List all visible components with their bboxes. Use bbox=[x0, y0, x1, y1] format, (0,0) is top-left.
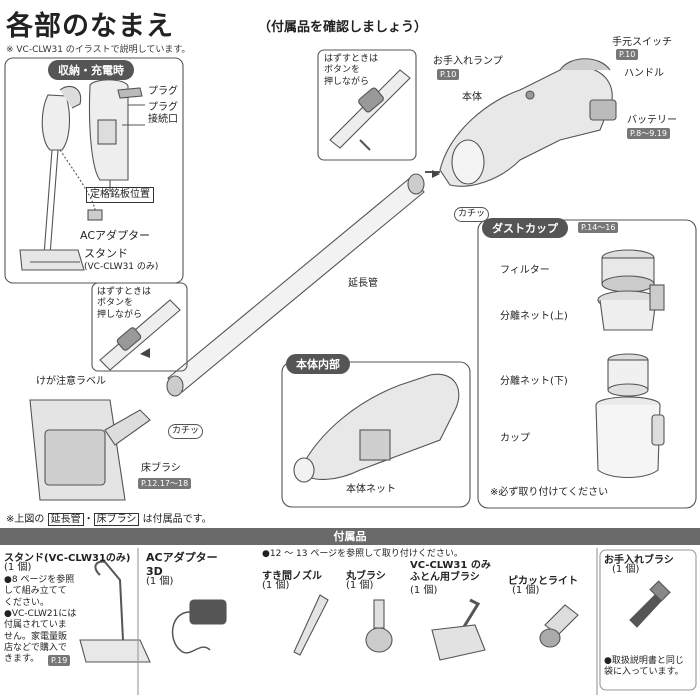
care-brush-qty: (1 個) bbox=[612, 564, 640, 575]
light-qty: (1 個) bbox=[512, 585, 540, 596]
plug-closeup-illustration bbox=[88, 79, 145, 192]
stand-accessory-name: スタンド(VC-CLW31のみ) bbox=[4, 553, 131, 564]
light-accessory-illustration bbox=[539, 604, 579, 648]
floor-brush-label: 床ブラシ bbox=[141, 463, 181, 474]
accessory-check-heading: （付属品を確認しましょう） bbox=[258, 20, 428, 35]
light-name: ピカッとライト bbox=[508, 576, 578, 587]
battery-label: バッテリー bbox=[627, 115, 677, 126]
footnote: ※上図の 延長管・床ブラシ は付属品です。 bbox=[6, 513, 212, 526]
footnote-suffix: は付属品です。 bbox=[142, 514, 212, 525]
stand-accessory-note2: ●VC-CLW21には 付属されていま せん。家電量販 店などで購入で きます。 bbox=[4, 609, 77, 664]
cup-label: カップ bbox=[500, 433, 530, 444]
arrows bbox=[140, 170, 440, 358]
stand-note: (VC-CLW31 のみ) bbox=[84, 262, 159, 272]
extension-pipe-illustration bbox=[166, 173, 425, 397]
body-inside-heading: 本体内部 bbox=[286, 354, 350, 374]
futon-brush-name: VC-CLW31 のみ ふとん用ブラシ bbox=[410, 560, 491, 583]
ac-accessory-qty: (1 個) bbox=[146, 576, 174, 587]
care-brush-note: ●取扱説明書と同じ 袋に入っています。 bbox=[604, 656, 684, 678]
click-bottom-label: カチッ bbox=[168, 424, 204, 440]
plug-socket-label: プラグ 接続口 bbox=[148, 102, 178, 125]
extension-pipe-label: 延長管 bbox=[348, 278, 378, 289]
dustcup-box bbox=[477, 219, 697, 509]
body-net-label: 本体ネット bbox=[346, 484, 396, 495]
footnote-prefix: ※上図の bbox=[6, 514, 45, 525]
body-inside-illustration bbox=[293, 373, 460, 483]
accessories-band: 付属品 bbox=[0, 528, 700, 545]
futon-brush-qty: (1 個) bbox=[410, 585, 438, 596]
gap-nozzle-name: すき間ノズル bbox=[262, 571, 322, 582]
top-release-illustration bbox=[329, 69, 411, 151]
rating-plate-label: 定格銘板位置 bbox=[86, 187, 154, 203]
dustcup-parts-illustration bbox=[595, 249, 665, 478]
care-lamp-label: お手入れランプ bbox=[433, 56, 503, 67]
illustration-note: ※ VC-CLW31 のイラストで説明しています。 bbox=[6, 45, 191, 55]
storage-heading: 収納・充電時 bbox=[48, 60, 134, 80]
stand-accessory-note1: ●8 ページを参照 して組み立てて ください。 bbox=[4, 575, 75, 608]
top-release-note: はずすときは ボタンを 押しながら bbox=[324, 54, 379, 87]
left-inset-box bbox=[91, 282, 188, 372]
left-release-note: はずすときは ボタンを 押しながら bbox=[97, 287, 152, 320]
round-brush-accessory-illustration bbox=[365, 599, 393, 653]
injury-label: けが注意ラベル bbox=[36, 376, 106, 387]
stored-cleaner-illustration bbox=[19, 86, 103, 271]
ac-accessory-name: ACアダプター 3D bbox=[146, 551, 218, 578]
futon-brush-accessory-illustration bbox=[431, 598, 486, 661]
click-top-label: カチッ bbox=[454, 207, 490, 223]
body-inside-box bbox=[281, 361, 471, 508]
stand-label: スタンド bbox=[84, 247, 128, 260]
round-brush-name: 丸ブラシ bbox=[346, 571, 386, 582]
care-brush-accessory-illustration bbox=[629, 580, 671, 628]
ac-adapter-accessory-illustration bbox=[171, 599, 227, 654]
dustcup-heading: ダストカップ bbox=[482, 218, 568, 238]
plug-label: プラグ bbox=[148, 86, 178, 97]
gap-nozzle-accessory-illustration bbox=[293, 594, 329, 656]
footnote-item-brush: 床ブラシ bbox=[93, 513, 140, 526]
lower-net-label: 分離ネット(下) bbox=[500, 376, 568, 387]
handle-label: ハンドル bbox=[624, 68, 664, 79]
filter-label: フィルター bbox=[500, 265, 550, 276]
hand-switch-ref: P.10 bbox=[616, 49, 639, 60]
stand-accessory-ref: P.19 bbox=[48, 655, 71, 666]
upper-net-label: 分離ネット(上) bbox=[500, 311, 568, 322]
gap-nozzle-qty: (1 個) bbox=[262, 580, 290, 591]
battery-ref: P.8～9.19 bbox=[627, 128, 671, 139]
footnote-item-pipe: 延長管 bbox=[47, 513, 84, 526]
footnote-sep: ・ bbox=[83, 514, 94, 525]
care-brush-name: お手入れブラシ bbox=[604, 555, 674, 566]
body-label: 本体 bbox=[462, 92, 482, 103]
accessory-ref-note: ●12 ～ 13 ページを参照して取り付けください。 bbox=[262, 549, 463, 559]
ac-adapter-label: ACアダプター bbox=[80, 229, 151, 242]
dustcup-note: ※必ず取り付けてください bbox=[490, 487, 609, 498]
cleaner-body-illustration bbox=[439, 58, 617, 187]
care-lamp-ref: P.10 bbox=[437, 69, 460, 80]
floor-brush-ref: P.12.17～18 bbox=[138, 478, 192, 489]
left-release-illustration bbox=[99, 299, 181, 371]
storage-box bbox=[4, 57, 184, 284]
hand-switch-label: 手元スイッチ bbox=[612, 37, 672, 48]
round-brush-qty: (1 個) bbox=[346, 580, 374, 591]
stand-accessory-qty: (1 個) bbox=[4, 562, 32, 573]
page-title: 各部のなまえ bbox=[6, 11, 174, 42]
dustcup-ref: P.14～16 bbox=[578, 222, 619, 233]
stand-accessory-illustration bbox=[79, 560, 151, 663]
floor-brush-illustration bbox=[29, 399, 151, 501]
top-inset-box bbox=[317, 49, 417, 161]
